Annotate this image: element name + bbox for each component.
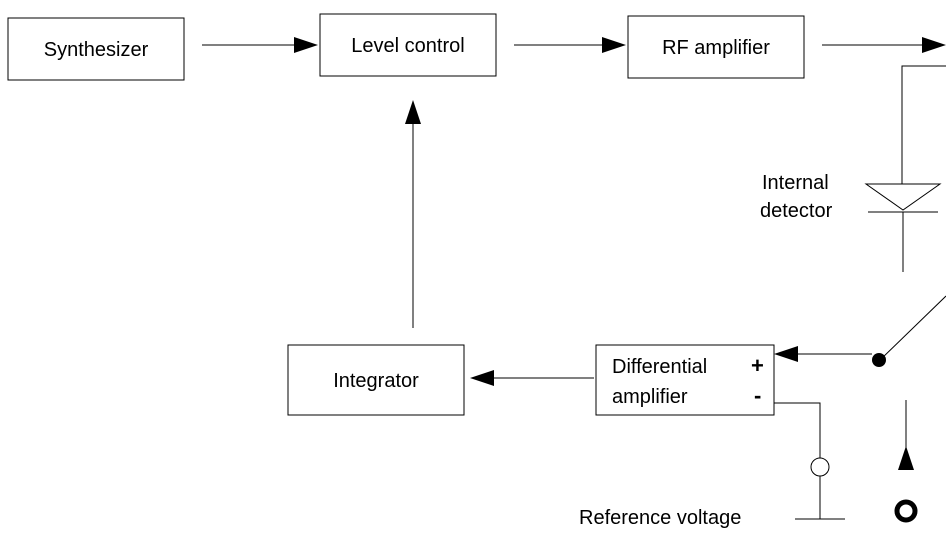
rf-output-arrow [822,37,946,53]
rf-amplifier-block: RF amplifier [627,15,805,79]
differential-amplifier-label-line2: amplifier [612,386,688,408]
detector-tap-wire [901,65,946,184]
synthesizer-block: Synthesizer [7,17,185,81]
minus-input-label: - [754,383,761,408]
integrator-label: Integrator [333,370,419,392]
reference-voltage-terminal-icon [810,457,830,477]
reference-voltage-label: Reference voltage [579,507,741,529]
plus-input-label: + [751,353,764,378]
synthesizer-label: Synthesizer [44,39,149,61]
external-detector-connector-icon [894,499,918,523]
level-to-rf-arrow [514,37,626,53]
rf-amplifier-label: RF amplifier [662,37,770,59]
synth-to-level-arrow [202,37,318,53]
reference-voltage-wire [774,402,845,520]
diffamp-to-integrator-arrow [470,370,594,386]
level-control-block: Level control [319,13,497,77]
level-control-label: Level control [351,35,464,57]
external-input-arrow [898,400,914,470]
integrator-to-level-arrow [405,100,421,328]
differential-amplifier-label-line1: Differential [612,356,707,378]
switch-to-plus-input-arrow [774,346,872,362]
detector-switch-icon [872,295,946,367]
internal-detector-label-line1: Internal [762,172,829,194]
differential-amplifier-block: Differential amplifier + - [595,344,775,416]
internal-detector-diode-icon [864,183,942,272]
internal-detector-label-line2: detector [760,200,833,222]
integrator-block: Integrator [287,344,465,416]
